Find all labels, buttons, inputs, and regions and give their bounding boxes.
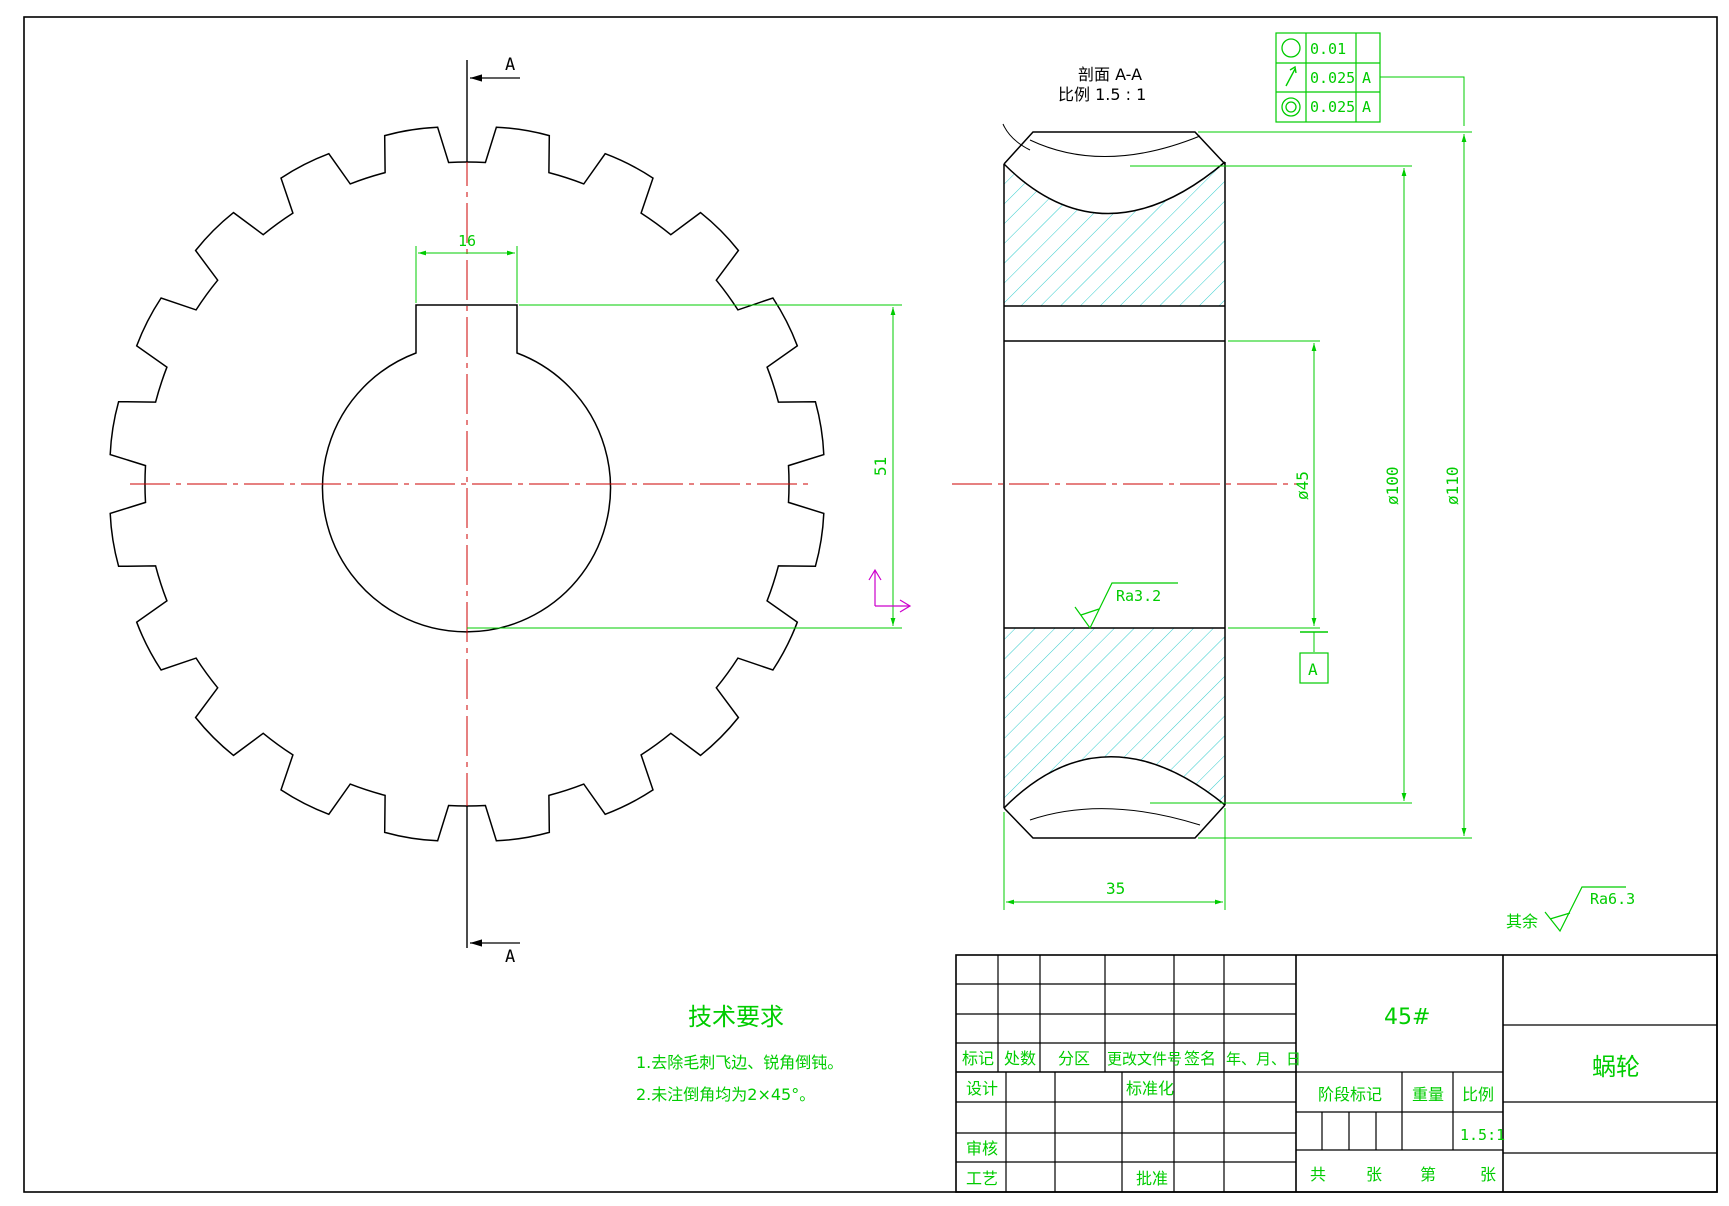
title-block [955, 954, 1718, 1193]
section-title-line2: 比例 1.5 : 1 [1058, 85, 1146, 104]
tolerance-row1-value: 0.01 [1310, 40, 1346, 58]
section-view: 剖面 A-A 比例 1.5 : 1 ø4 [952, 32, 1472, 910]
label-stage-mark: 阶段标记 [1318, 1085, 1382, 1104]
section-mark-bottom: A [505, 947, 515, 967]
header-change-doc: 更改文件号 [1107, 1050, 1182, 1068]
roughness-other-label: 其余 [1506, 912, 1538, 931]
title-block-text: 标记 处数 分区 更改文件号 签名 年、月、日 设计 标准化 审核 工艺 批准 … [962, 1005, 1640, 1188]
ucs-icon [868, 568, 912, 613]
label-design: 设计 [966, 1079, 998, 1098]
runout-icon [1285, 65, 1297, 87]
roughness-bore-value: Ra3.2 [1116, 587, 1161, 605]
root-dia-value: ø100 [1383, 466, 1402, 505]
keyway-width-dimension [415, 246, 518, 303]
header-mark: 标记 [962, 1049, 994, 1068]
outer-dia-dimension [1198, 76, 1472, 839]
tolerance-frame [1275, 32, 1381, 123]
hatch-lower [1004, 628, 1225, 808]
roughness-other-value: Ra6.3 [1590, 890, 1635, 908]
header-date: 年、月、日 [1226, 1050, 1301, 1068]
scale-value: 1.5:1 [1460, 1126, 1505, 1144]
concentricity-icon [1281, 97, 1301, 117]
section-outline [1002, 123, 1226, 839]
gear-teeth [109, 126, 825, 842]
datum-box [1299, 652, 1329, 684]
header-zone: 分区 [1058, 1049, 1090, 1068]
tolerance-row2-value: 0.025 [1310, 69, 1355, 87]
bore-keyway-outline [321, 304, 612, 633]
material: 45# [1384, 1005, 1430, 1030]
tech-requirements-title: 技术要求 [688, 1003, 784, 1031]
keyway-depth-value: 51 [871, 457, 890, 476]
outer-dia-value: ø110 [1443, 466, 1462, 505]
circularity-icon [1281, 38, 1301, 58]
hatch-upper [1004, 162, 1225, 306]
tolerance-row2-datum: A [1362, 69, 1371, 87]
root-dia-dimension [1130, 165, 1412, 804]
roughness-other-symbol [1544, 886, 1626, 933]
label-sheet-no: 第 [1420, 1165, 1436, 1184]
face-width-value: 35 [1106, 879, 1125, 898]
label-approve: 批准 [1136, 1169, 1168, 1188]
keyway-width-value: 16 [458, 232, 476, 250]
label-weight: 重量 [1412, 1085, 1444, 1104]
header-count: 处数 [1004, 1049, 1036, 1068]
face-width-dimension [1003, 808, 1226, 910]
tolerance-row3-datum: A [1362, 98, 1371, 116]
label-standardization: 标准化 [1126, 1079, 1174, 1098]
bore-dia-value: ø45 [1293, 471, 1312, 500]
label-sheets: 张 [1366, 1165, 1382, 1184]
label-total: 共 [1310, 1165, 1326, 1184]
label-sheets2: 张 [1480, 1165, 1496, 1184]
front-view: A A 16 51 [109, 55, 912, 967]
drawing-border [23, 16, 1718, 1193]
label-review: 审核 [966, 1139, 998, 1158]
label-process: 工艺 [966, 1169, 998, 1188]
section-title-line1: 剖面 A-A [1078, 65, 1142, 84]
tech-requirement-1: 1.去除毛刺飞边、锐角倒钝。 [636, 1053, 843, 1072]
tech-requirement-2: 2.未注倒角均为2×45°。 [636, 1085, 815, 1104]
bore-dia-dimension [1228, 340, 1328, 652]
gear-tooth-profile [109, 126, 825, 842]
tolerance-row3-value: 0.025 [1310, 98, 1355, 116]
label-scale: 比例 [1462, 1085, 1494, 1104]
header-signature: 签名 [1184, 1049, 1216, 1068]
roughness-bore-symbol [1074, 582, 1178, 630]
section-mark-top: A [505, 55, 515, 75]
part-name: 蜗轮 [1592, 1053, 1640, 1081]
datum-label: A [1308, 660, 1318, 679]
keyway-depth-dimension [467, 304, 902, 629]
